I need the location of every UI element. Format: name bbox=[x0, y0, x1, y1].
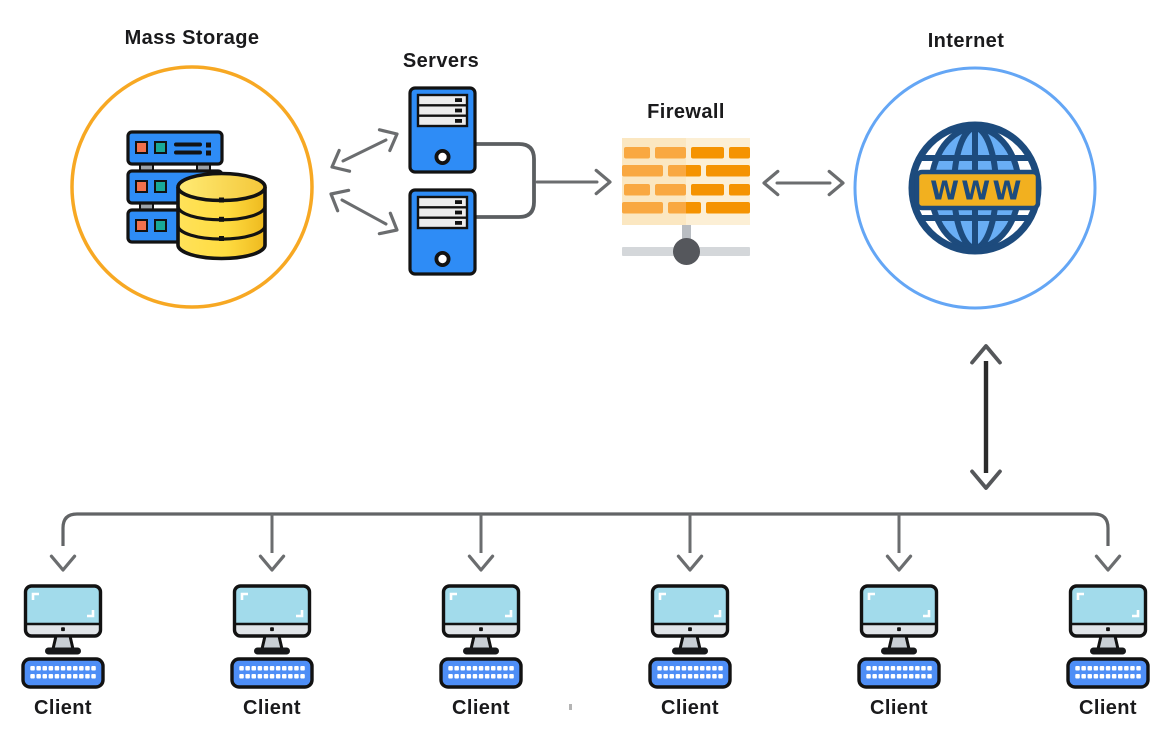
client-2-icon bbox=[232, 586, 312, 687]
client-drop-arrowheads bbox=[49, 554, 1122, 572]
mass-storage-label: Mass Storage bbox=[124, 27, 260, 49]
client-bus-line bbox=[61, 512, 1110, 546]
firewall-stem bbox=[682, 225, 691, 249]
servers-join-connector bbox=[473, 142, 536, 219]
client-1-label: Client bbox=[34, 697, 92, 719]
client-4-icon bbox=[650, 586, 730, 687]
database-cylinder-icon bbox=[176, 171, 267, 261]
mass-storage-ring bbox=[70, 65, 314, 309]
arrow-internet-clients bbox=[970, 344, 1002, 490]
www-globe-icon: WWW bbox=[908, 121, 1042, 255]
client-drop-lines bbox=[270, 514, 901, 553]
arrow-servers-firewall bbox=[535, 168, 612, 196]
client-6-label: Client bbox=[1079, 697, 1137, 719]
client-5-icon bbox=[859, 586, 939, 687]
internet-label: Internet bbox=[927, 30, 1005, 52]
server-tower-2-icon bbox=[408, 188, 477, 276]
client-1-icon bbox=[23, 586, 103, 687]
mass-storage-icon bbox=[126, 130, 267, 261]
stray-dot-artifact bbox=[569, 704, 572, 710]
servers-label: Servers bbox=[402, 50, 480, 72]
client-3-icon bbox=[441, 586, 521, 687]
arrow-firewall-internet bbox=[762, 169, 845, 197]
client-2-label: Client bbox=[243, 697, 301, 719]
firewall-label: Firewall bbox=[647, 101, 725, 123]
firewall-icon bbox=[622, 138, 750, 265]
server-tower-1-icon bbox=[408, 86, 477, 174]
firewall-network-node bbox=[673, 238, 700, 265]
arrow-mass-storage-server-1 bbox=[325, 122, 404, 179]
internet-ring bbox=[853, 66, 1097, 310]
client-3-label: Client bbox=[452, 697, 510, 719]
client-5-label: Client bbox=[870, 697, 928, 719]
client-4-label: Client bbox=[661, 697, 719, 719]
www-banner-text: WWW bbox=[930, 177, 1024, 207]
client-6-icon bbox=[1068, 586, 1148, 687]
arrow-mass-storage-server-2 bbox=[323, 182, 405, 242]
www-banner bbox=[914, 169, 1041, 211]
